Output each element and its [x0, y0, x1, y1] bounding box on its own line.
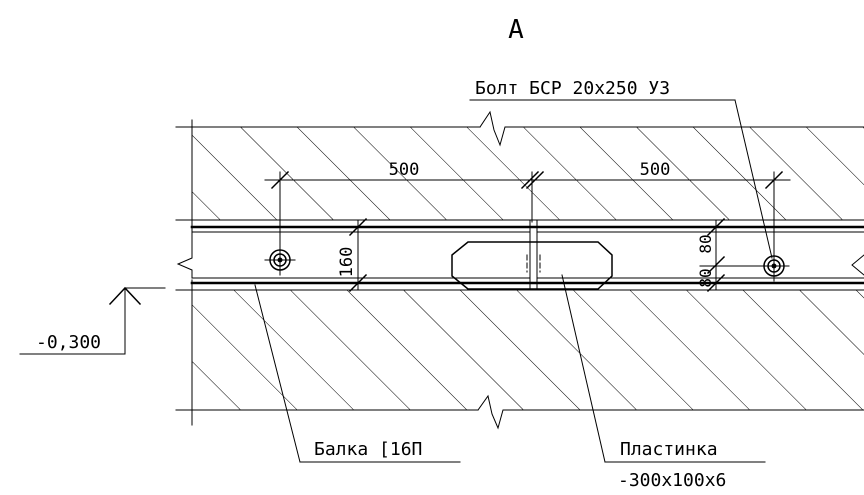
plate-size-label: -300х100х6: [618, 470, 726, 491]
elevation-label: -0,300: [36, 332, 101, 353]
dimension-spacing: [264, 170, 791, 252]
bolt-left: [264, 244, 296, 276]
beam-channel: [176, 219, 864, 291]
dim-beam-height: 160: [337, 247, 357, 278]
dim-spacing-left: 500: [389, 160, 420, 180]
plate-leader: [561, 274, 766, 463]
bottom-slab: [175, 279, 864, 430]
bolt-right: [758, 250, 790, 282]
view-label: А: [508, 15, 524, 45]
dimension-bolt-offset: [699, 217, 761, 293]
bolt-leader: [469, 99, 773, 259]
plate-label: Пластинка: [620, 439, 718, 460]
dim-spacing-right: 500: [640, 160, 671, 180]
dimension-beam-height: [348, 217, 368, 293]
top-slab: [175, 110, 864, 233]
elevation-mark: [19, 286, 166, 355]
plate: [451, 241, 613, 290]
dim-bolt-offset-top: 80: [696, 234, 715, 253]
beam-leader: [254, 284, 461, 463]
bolt-label: Болт БСР 20х250 У3: [475, 78, 670, 99]
dim-bolt-offset-bottom: 80: [696, 268, 715, 287]
beam-label: Балка [16П: [314, 439, 422, 460]
